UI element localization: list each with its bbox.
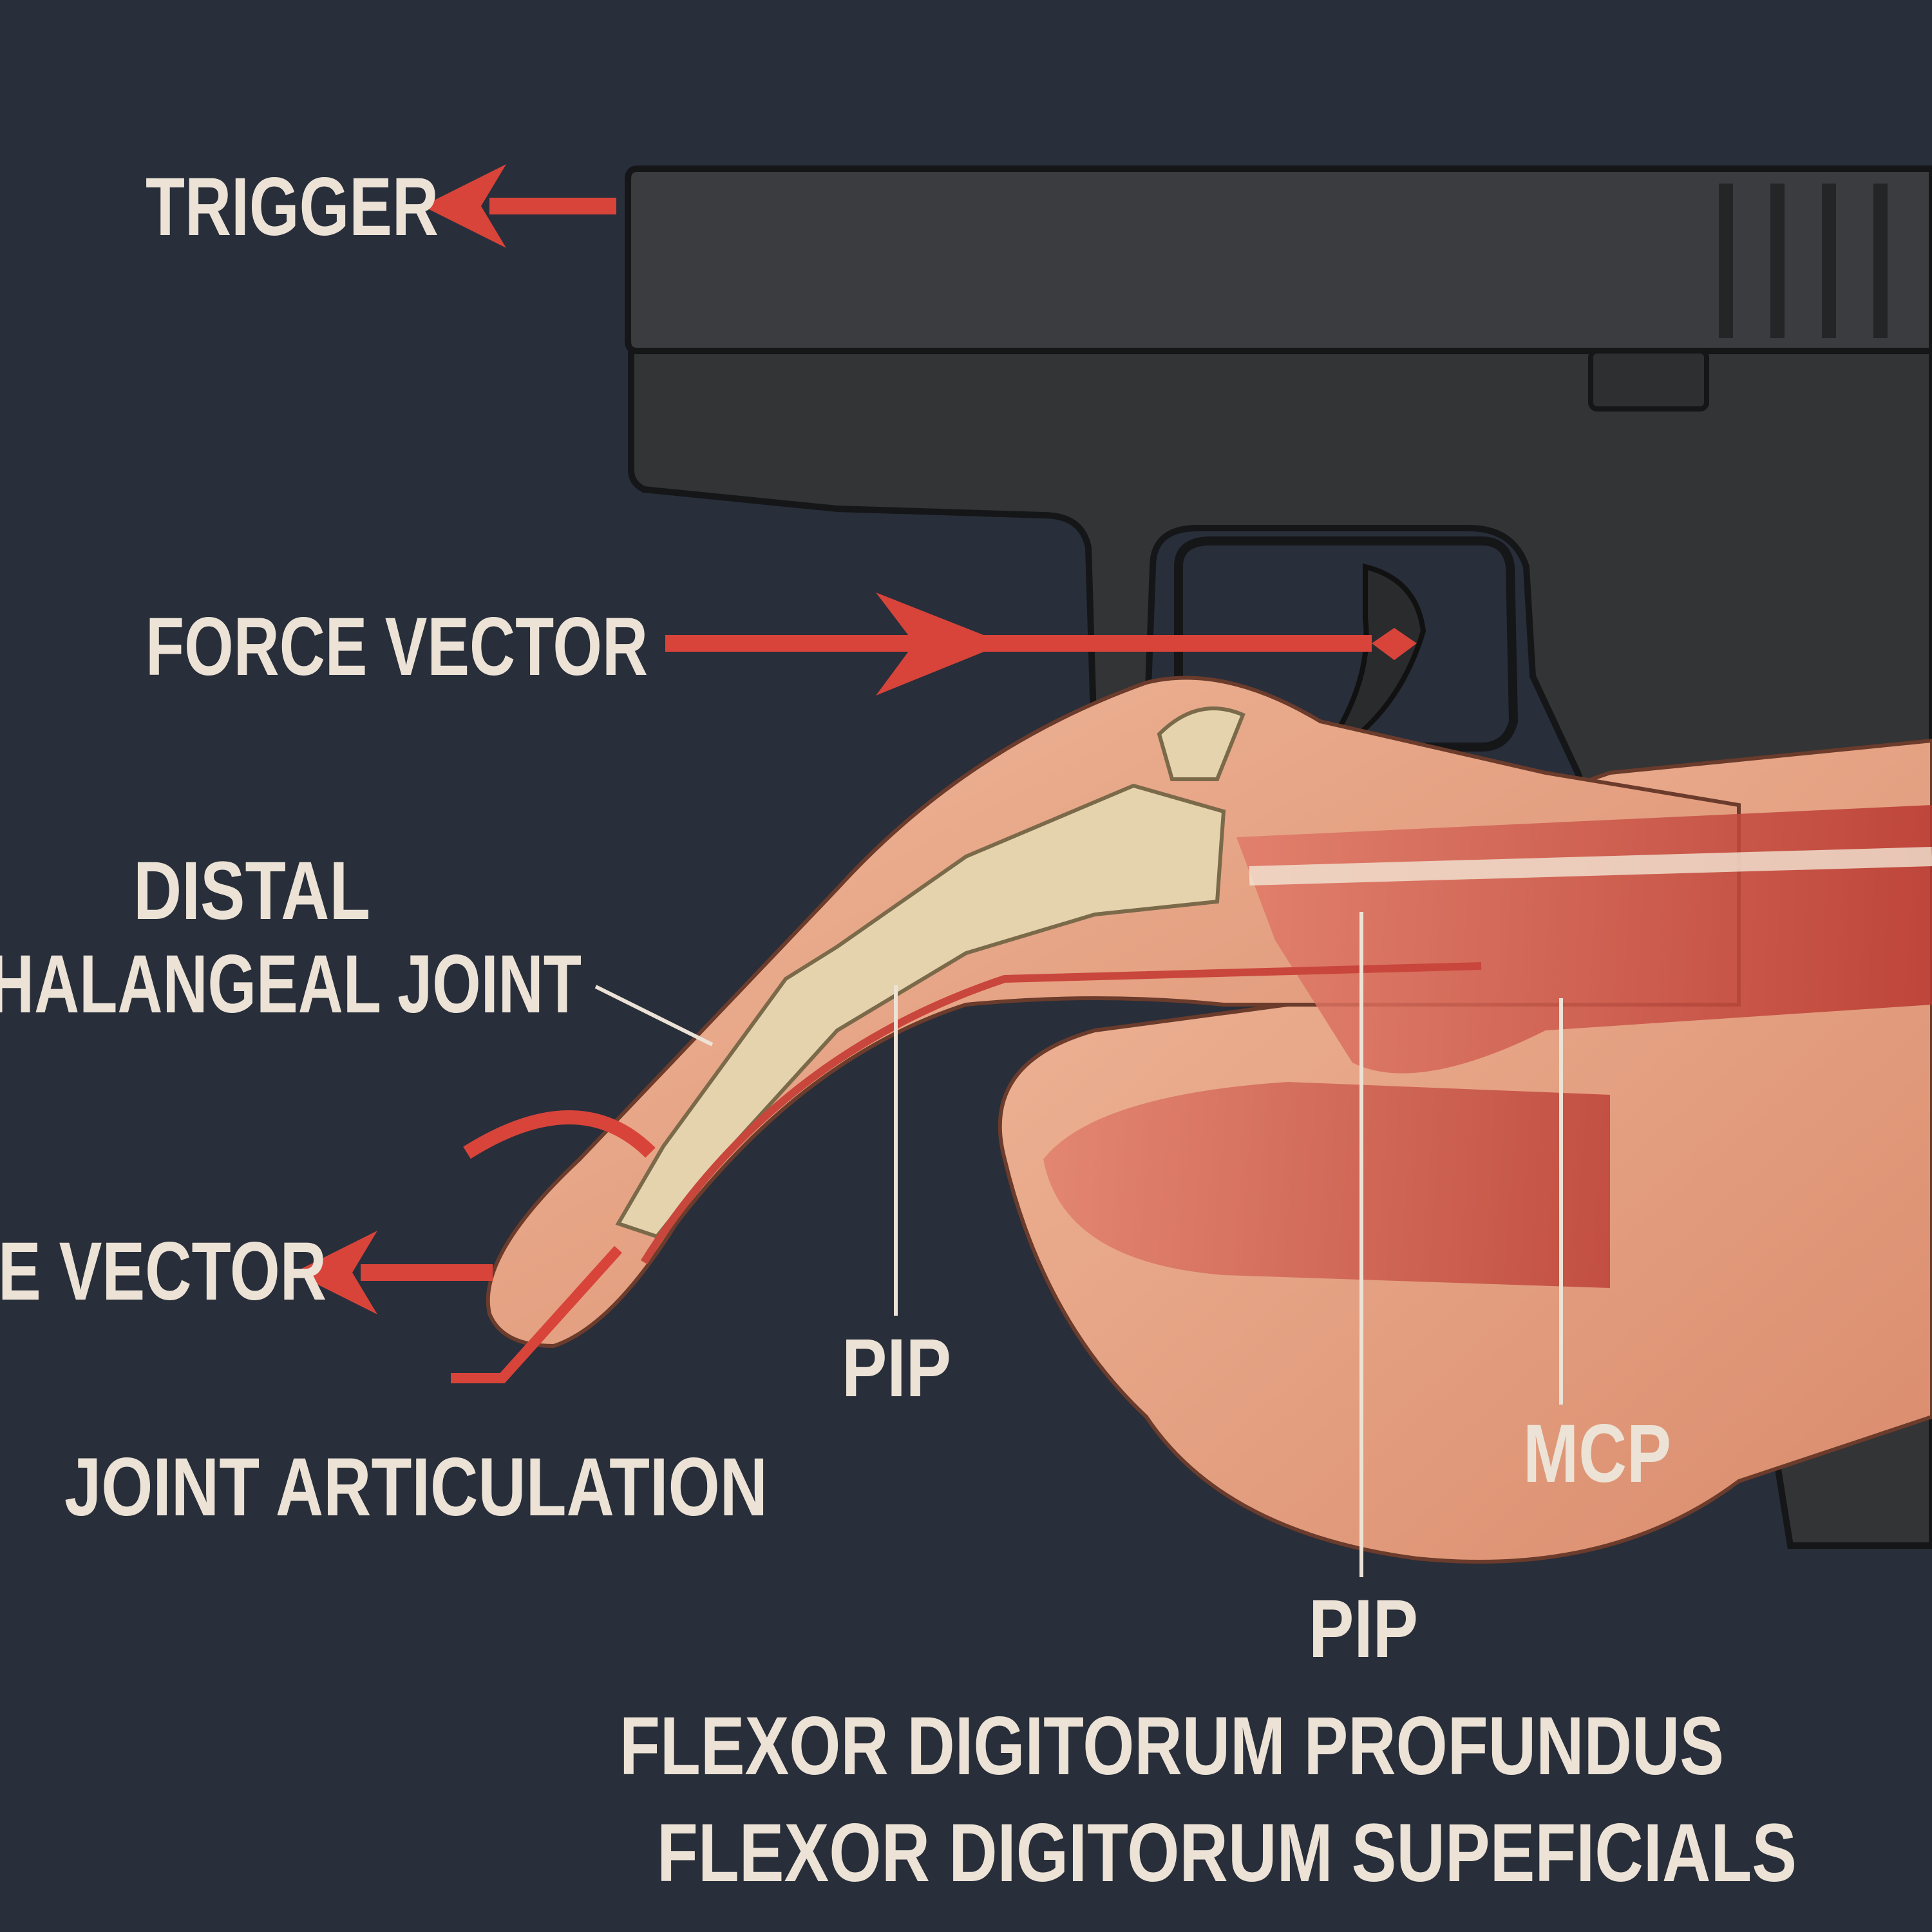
slide-serrations (1719, 184, 1888, 338)
label-phalangeal-joint: HALANGEAL JOINT (0, 938, 582, 1030)
bone-tip (1157, 706, 1245, 781)
label-joint-articulation: JOINT ARTICULATION (64, 1441, 768, 1533)
force-vector-end-diamond (1372, 628, 1417, 660)
slide-stop (1588, 348, 1709, 412)
pistol-slide (625, 166, 1932, 354)
hand (486, 676, 1932, 1564)
pistol (625, 166, 1932, 1549)
label-fdp: FLEXOR DIGITORUM PROFUNDUS (620, 1700, 1724, 1792)
label-pip-2: PIP (1309, 1583, 1418, 1675)
dip-leader-line (594, 985, 714, 1046)
label-mcp: MCP (1523, 1408, 1671, 1500)
joint-bracket-arrow (451, 1245, 622, 1383)
label-trigger: TRIGGER (146, 161, 439, 253)
tendon-line (640, 962, 1482, 1265)
lower-fingers (1043, 1082, 1610, 1288)
force-vector-arrowhead (876, 592, 1005, 696)
pistol-frame (628, 348, 1932, 1549)
tendon (1249, 847, 1932, 886)
label-pip-1: PIP (842, 1322, 951, 1414)
label-force-vector: FORCE VECTOR (146, 601, 648, 693)
annotations (294, 164, 1563, 1577)
label-fds: FLEXOR DIGITORUM SUPEFICIALS (657, 1807, 1797, 1899)
label-force-vector-left: E VECTOR (0, 1226, 327, 1318)
joint-rotation-arrow (463, 1110, 656, 1159)
label-distal: DISTAL (133, 845, 370, 937)
